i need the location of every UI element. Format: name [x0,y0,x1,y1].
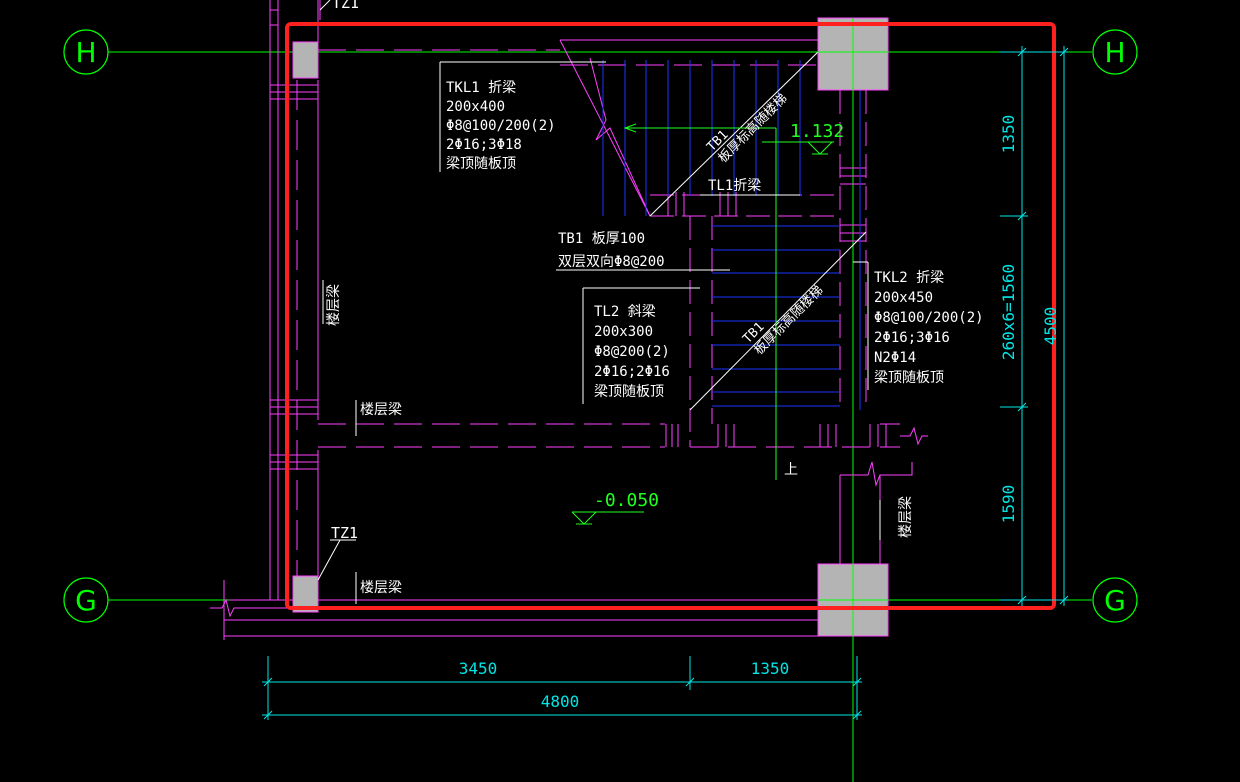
stair-diagonals [649,49,867,411]
column-label-bottom: TZ1 [331,524,358,542]
dim-right-total: 4500 [1041,307,1060,346]
right-beam-lines [665,90,928,564]
axis-label-g-left: G [75,584,97,617]
tl2-stirrup: Φ8@200(2) [594,344,670,360]
tkl2-note: 梁顶随板顶 [874,370,944,386]
column-crosshairs [818,18,888,636]
dim-bottom-total: 4800 [541,692,580,711]
walking-line [623,123,777,480]
elevation-lower: -0.050 [594,490,659,511]
column-top-left [292,41,319,79]
tl1-label: TL1折梁 [708,178,761,194]
tkl2-size: 200x450 [874,290,933,306]
stair-beams [559,39,840,447]
tl2-note: 梁顶随板顶 [594,384,664,400]
dimension-texts: 3450 1350 4800 [459,659,790,711]
axis-bubble-h-right[interactable]: H [1092,29,1138,75]
tkl1-annotation: TKL1 折梁 200x400 Φ8@100/200(2) 2Φ16;3Φ18 … [446,80,556,172]
svg-text:1350: 1350 [999,115,1018,154]
elevation-upper: 1.132 [790,121,844,142]
dim-right-middle: 260x6=1560 [999,264,1018,360]
tb1-rebar: 双层双向Φ8@200 [558,254,665,270]
floor-beam-label-vertical-right: 楼层梁 [898,496,914,538]
tl2-rebar: 2Φ16;2Φ16 [594,364,670,380]
svg-text:4500: 4500 [1041,307,1060,346]
svg-text:260x6=1560: 260x6=1560 [999,264,1018,360]
axis-label-h-left: H [75,36,96,69]
svg-text:楼层梁: 楼层梁 [898,496,914,538]
dim-bottom-right: 1350 [751,659,790,678]
dim-right-bottom: 1590 [999,485,1018,524]
axis-bubble-h-left[interactable]: H [63,29,109,75]
axis-label-g-right: G [1104,584,1126,617]
tkl2-waist: N2Φ14 [874,350,916,366]
column-label-top: TZ1 [332,0,359,12]
selection-highlight[interactable] [285,22,1056,610]
tkl2-name: TKL2 折梁 [874,270,944,286]
tkl1-note: 梁顶随板顶 [446,156,516,172]
floor-beam-horizontal [318,423,900,448]
tkl2-rebar: 2Φ16;3Φ16 [874,330,950,346]
axis-label-h-right: H [1104,36,1125,69]
elevation-mark-upper [762,141,834,155]
axis-bubble-g-right[interactable]: G [1092,577,1138,623]
tkl2-annotation: TKL2 折梁 200x450 Φ8@100/200(2) 2Φ16;3Φ16 … [874,270,984,386]
floor-beam-label-vertical-left: 楼层梁 [326,284,342,326]
tkl1-size: 200x400 [446,99,505,115]
tl2-size: 200x300 [594,324,653,340]
columns [292,17,889,637]
tkl1-stirrup: Φ8@100/200(2) [446,118,556,134]
axis-bubble-g-left[interactable]: G [63,577,109,623]
elevation-mark-lower [571,511,644,525]
tkl1-rebar: 2Φ16;3Φ18 [446,137,522,153]
floor-beam-label-1: 楼层梁 [360,402,402,418]
svg-text:板厚标高随楼梯: 板厚标高随楼梯 [751,282,827,358]
svg-text:楼层梁: 楼层梁 [326,284,342,326]
dim-bottom-left: 3450 [459,659,498,678]
up-mark: 上 [784,462,798,478]
tl2-annotation: TL2 斜梁 200x300 Φ8@200(2) 2Φ16;2Φ16 梁顶随板顶 [594,304,670,400]
tb1-name: TB1 板厚100 [558,231,645,247]
dim-right-top: 1350 [999,115,1018,154]
dimension-lines [262,46,1069,720]
left-wall [269,0,321,600]
tb1-annotation: TB1 板厚100 双层双向Φ8@200 [558,231,665,270]
tl2-name: TL2 斜梁 [594,304,656,320]
leader-lines [317,0,881,604]
bottom-beam [210,580,818,640]
svg-text:1590: 1590 [999,485,1018,524]
tkl1-name: TKL1 折梁 [446,80,516,96]
tkl2-stirrup: Φ8@100/200(2) [874,310,984,326]
floor-beam-label-2: 楼层梁 [360,580,402,596]
